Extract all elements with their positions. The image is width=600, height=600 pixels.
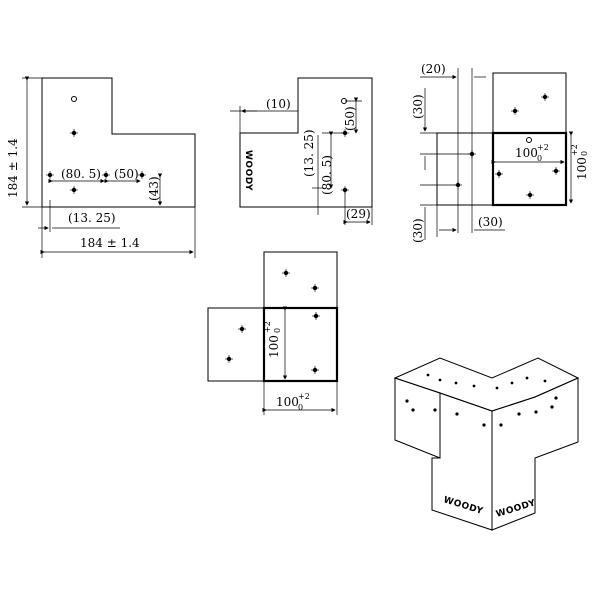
iso-front-right-face <box>491 377 579 531</box>
front-plate-hole <box>69 128 79 138</box>
bottom-socket-height-label: 100 <box>267 335 281 358</box>
side-plate-brand-logo: WOODY <box>243 150 253 191</box>
bottom-view-hole <box>237 324 247 334</box>
front-plate-hole <box>101 170 111 180</box>
bottom-view: 100 +2 0 100 +2 0 <box>207 251 339 415</box>
front-height-43-label: (43) <box>147 176 161 201</box>
bottom-view-hole <box>310 283 320 293</box>
side-vertical-50-label: (50) <box>343 106 357 131</box>
top-socket-width-label: 100 <box>515 146 538 160</box>
front-view: 184 ± 1.4 (80. 5) (50) (43) (13. 25) 184… <box>6 76 196 258</box>
iso-left-arm-face <box>394 377 441 459</box>
top-bottom-30-label: (30) <box>478 215 503 229</box>
bottom-view-hole <box>310 365 320 375</box>
bottom-view-left-plate <box>207 307 265 382</box>
iso-brand-logo-right: WOODY <box>495 498 537 520</box>
top-view-pilot-hole <box>526 137 532 143</box>
top-left-30-label: (30) <box>411 94 425 119</box>
bottom-socket-width-label: 100 <box>276 395 299 409</box>
front-spacing-80-label: (80. 5) <box>61 167 101 181</box>
side-vertical-13-label: (13. 25) <box>302 129 316 177</box>
front-overall-height-label: 184 ± 1.4 <box>6 138 20 198</box>
bottom-view-hole <box>311 311 321 321</box>
front-plate-pilot-hole <box>71 96 77 102</box>
top-view-hole <box>551 166 561 176</box>
top-socket-height-label: 100 <box>575 157 589 180</box>
bottom-view-hole <box>224 354 234 364</box>
iso-top-face <box>393 357 580 412</box>
top-socket-width-tol-upper: +2 <box>537 143 549 152</box>
bottom-view-socket <box>262 306 339 383</box>
top-view-hole <box>494 169 504 179</box>
top-view-socket <box>491 131 568 207</box>
top-view: 100 +2 0 100 +2 0 (20) (30) (30) (30) <box>411 62 589 243</box>
side-bottom-29-label: (29) <box>346 207 371 221</box>
isometric-view: WOODY WOODY <box>393 357 580 531</box>
bottom-socket-width-tol-upper: +2 <box>298 392 310 401</box>
top-view-hole <box>540 92 550 102</box>
bottom-socket-height-tol-lower: 0 <box>273 328 282 333</box>
bottom-socket-height-tol-upper: +2 <box>263 321 272 333</box>
top-20-label: (20) <box>421 62 446 76</box>
front-offset-13-label: (13. 25) <box>68 211 116 225</box>
side-view: WOODY (10) (13. 25) (80. 5) (50) (29) <box>230 77 373 225</box>
front-overall-width-label: 184 ± 1.4 <box>80 236 140 250</box>
side-plate-outline <box>239 77 373 208</box>
top-view-upper-plate <box>492 72 567 134</box>
bottom-socket-width-tol-lower: 0 <box>298 403 303 412</box>
top-view-hole <box>510 106 520 116</box>
side-vertical-80-label: (80. 5) <box>320 155 334 195</box>
front-plate-hole <box>45 170 55 180</box>
front-plate-outline <box>41 77 196 208</box>
bottom-view-upper-plate <box>263 251 338 309</box>
front-plate-hole <box>137 170 147 180</box>
top-socket-height-tol-upper: +2 <box>570 144 579 156</box>
side-offset-10-label: (10) <box>266 97 291 111</box>
top-view-hole <box>525 190 535 200</box>
bottom-view-hole <box>281 268 291 278</box>
front-plate-hole <box>69 185 79 195</box>
top-socket-height-tol-lower: 0 <box>580 151 589 156</box>
top-socket-width-tol-lower: 0 <box>537 154 542 163</box>
iso-brand-logo-left: WOODY <box>442 495 484 517</box>
front-spacing-50-label: (50) <box>114 167 139 181</box>
top-left-bottom-30-label: (30) <box>411 218 425 243</box>
top-view-left-plate <box>436 132 494 206</box>
